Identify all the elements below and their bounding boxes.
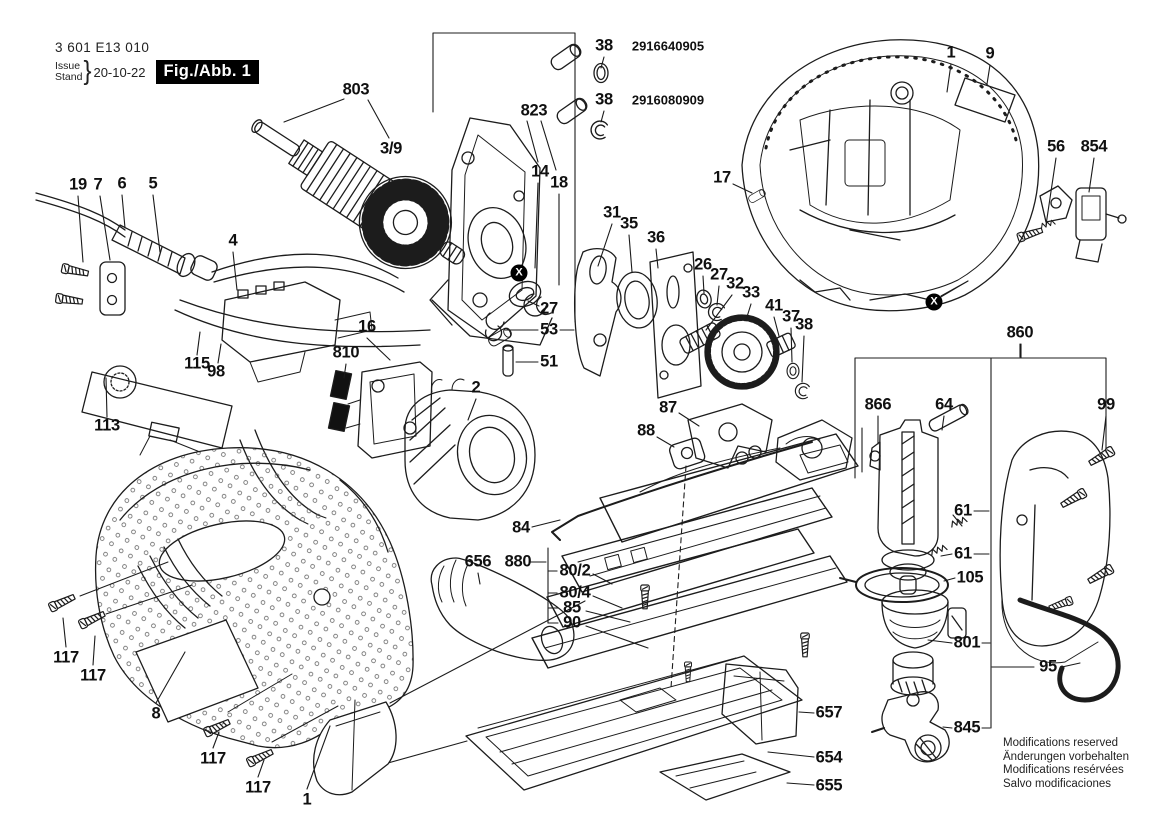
- part-callout-90: 90: [563, 613, 581, 632]
- part-callout-16: 16: [358, 317, 376, 336]
- part-callout-4: 4: [228, 231, 238, 250]
- part-callout-56: 56: [1047, 137, 1065, 156]
- part-callout-88: 88: [637, 421, 655, 440]
- part-callout-27: 27: [710, 265, 728, 284]
- part-callout-655: 655: [815, 776, 843, 795]
- part-callout-84: 84: [512, 518, 530, 537]
- part-callout-14: 14: [531, 162, 549, 181]
- service-pack-mark: X: [925, 293, 943, 311]
- stand-label: Stand: [55, 71, 83, 83]
- part-callout-61: 61: [954, 544, 972, 563]
- note-fr: Modifications resérvées: [1003, 764, 1124, 776]
- part-callout-38: 38: [595, 36, 613, 55]
- part-callout-98: 98: [207, 362, 225, 381]
- part-callout-26: 26: [694, 255, 712, 274]
- title-block: 3 601 E13 010 Issue Stand } 20-10-22 Fig…: [55, 40, 260, 87]
- issue-date: 20-10-22: [93, 64, 146, 80]
- part-callout-803: 803: [342, 80, 370, 99]
- figure-badge: Fig./Abb. 1: [155, 60, 260, 84]
- part-callout-866: 866: [864, 395, 892, 414]
- part-callout-38: 38: [595, 90, 613, 109]
- part-callout-33: 33: [742, 283, 760, 302]
- order-number-2916640905: 2916640905: [631, 38, 705, 54]
- part-callout-80-4: 80/4: [559, 583, 591, 602]
- part-callout-64: 64: [935, 395, 953, 414]
- part-callout-6: 6: [117, 174, 127, 193]
- part-callout-656: 656: [464, 552, 492, 571]
- part-callout-115: 115: [184, 354, 210, 373]
- part-callout-117: 117: [80, 666, 106, 685]
- part-callout-87: 87: [659, 398, 677, 417]
- part-callout-3-9: 3/9: [379, 139, 403, 158]
- part-callout-854: 854: [1080, 137, 1108, 156]
- part-callout-38: 38: [795, 315, 813, 334]
- order-number-2916080909: 2916080909: [631, 92, 705, 108]
- part-callout-657: 657: [815, 703, 843, 722]
- note-de: Änderungen vorbehalten: [1003, 750, 1129, 763]
- part-callout-41: 41: [765, 296, 783, 315]
- part-callout-61: 61: [954, 501, 972, 520]
- part-callout-37: 37: [782, 307, 800, 326]
- document-part-number: 3 601 E13 010: [55, 40, 150, 55]
- part-callout-53: 53: [540, 320, 558, 339]
- part-callout-810: 810: [332, 343, 360, 362]
- part-callout-113: 113: [94, 416, 120, 435]
- modification-notes: Modifications reserved Änderungen vorbeh…: [1003, 737, 1129, 791]
- part-callout-117: 117: [200, 749, 226, 768]
- part-callout-845: 845: [953, 718, 981, 737]
- note-es: Salvo modificaciones: [1003, 777, 1112, 790]
- part-callout-117: 117: [53, 648, 79, 667]
- issue-stand-labels: Issue Stand: [55, 61, 82, 83]
- part-callout-35: 35: [620, 214, 638, 233]
- part-callout-5: 5: [148, 174, 158, 193]
- part-callout-31: 31: [603, 203, 621, 222]
- part-callout-105: 105: [956, 568, 984, 587]
- part-callout-36: 36: [647, 228, 665, 247]
- part-callout-654: 654: [815, 748, 843, 767]
- part-callout-801: 801: [953, 633, 981, 652]
- part-callout-99: 99: [1097, 395, 1115, 414]
- note-en: Modifications reserved: [1003, 737, 1119, 749]
- service-pack-mark: X: [510, 264, 528, 282]
- part-callout-1: 1: [946, 43, 956, 62]
- part-callout-1: 1: [302, 790, 312, 809]
- part-callout-80-2: 80/2: [559, 561, 591, 580]
- issue-label: Issue: [55, 60, 81, 72]
- part-callout-51: 51: [540, 352, 558, 371]
- part-callout-27: 27: [540, 299, 558, 318]
- part-callout-95: 95: [1039, 657, 1057, 676]
- part-callout-880: 880: [504, 552, 532, 571]
- part-callout-860: 860: [1006, 323, 1034, 342]
- part-callout-17: 17: [713, 168, 731, 187]
- part-callout-85: 85: [563, 598, 581, 617]
- part-callout-9: 9: [985, 44, 995, 63]
- part-callout-19: 19: [69, 175, 87, 194]
- brace-glyph: }: [83, 56, 92, 87]
- part-callout-823: 823: [520, 101, 548, 120]
- part-callout-7: 7: [93, 175, 103, 194]
- part-callout-2: 2: [471, 378, 481, 397]
- part-callout-8: 8: [151, 704, 161, 723]
- part-callout-18: 18: [550, 173, 568, 192]
- part-callout-32: 32: [726, 274, 744, 293]
- part-callout-117: 117: [245, 778, 271, 797]
